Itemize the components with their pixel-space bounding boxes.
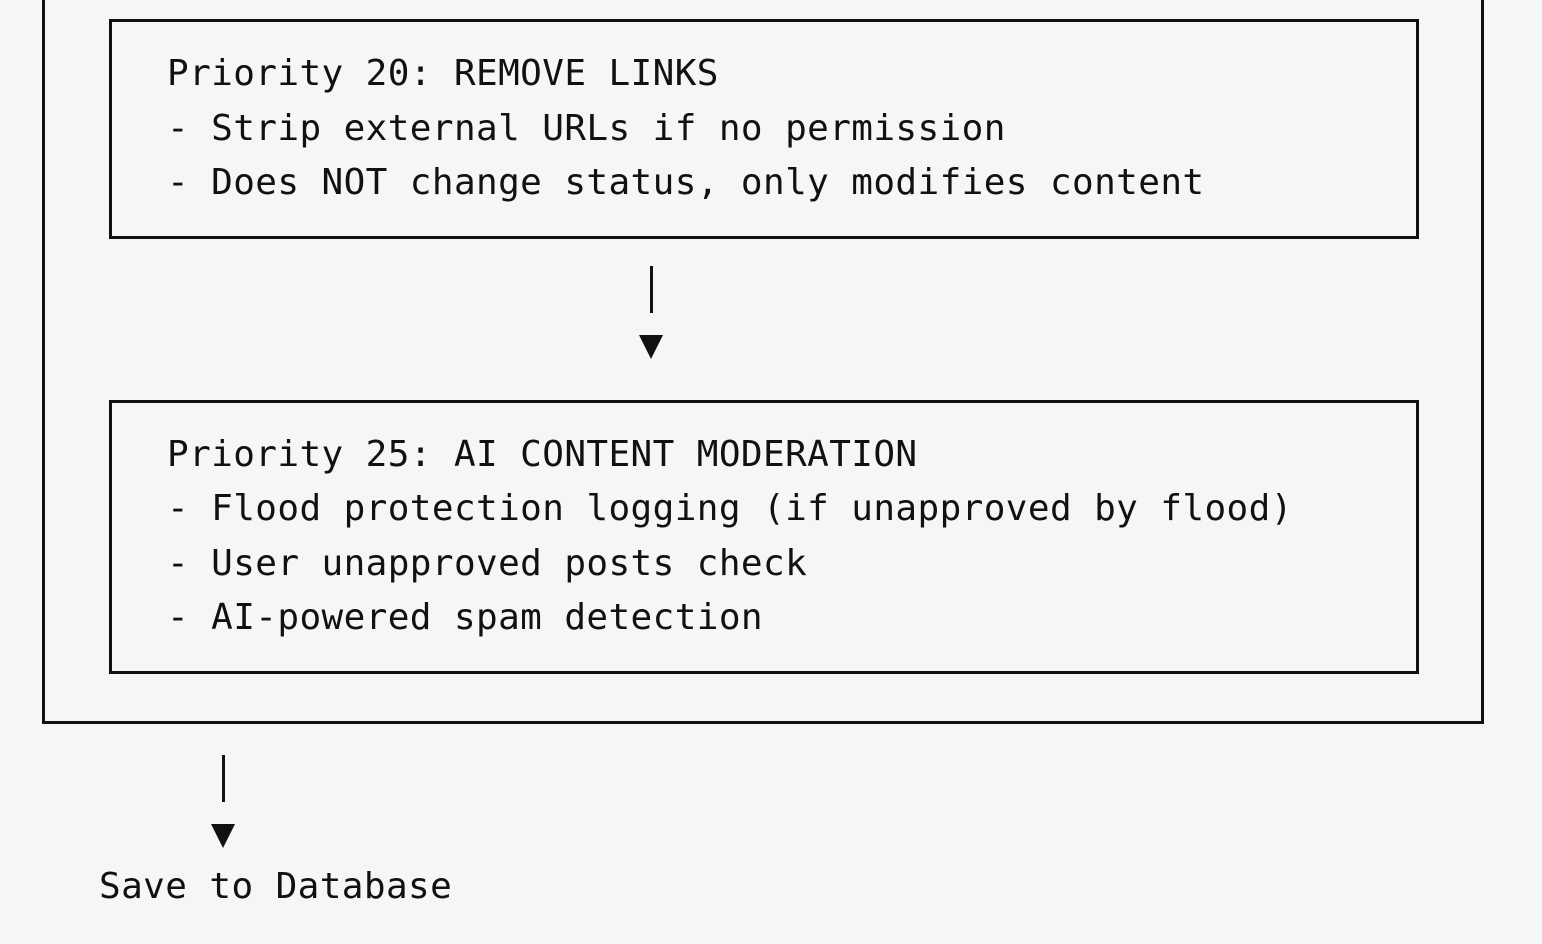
stage-item: - Strip external URLs if no permission: [167, 108, 1006, 149]
stage-ai-content-moderation: Priority 25: AI CONTENT MODERATION - Flo…: [109, 400, 1419, 674]
stage-title: Priority 20: REMOVE LINKS: [167, 53, 719, 94]
stage-remove-links: Priority 20: REMOVE LINKS - Strip extern…: [109, 19, 1419, 239]
arrow-head-icon: [639, 335, 663, 359]
stage-title: Priority 25: AI CONTENT MODERATION: [167, 434, 918, 475]
arrow-down-icon: [222, 755, 225, 802]
save-to-database-label: Save to Database: [99, 866, 453, 907]
stage-item: - AI-powered spam detection: [167, 597, 763, 638]
stage-item: - Flood protection logging (if unapprove…: [167, 488, 1293, 529]
arrow-head-icon: [211, 824, 235, 848]
arrow-down-icon: [650, 266, 653, 313]
pipeline-group-frame: [42, 0, 1484, 724]
stage-item: - Does NOT change status, only modifies …: [167, 162, 1205, 203]
stage-item: - User unapproved posts check: [167, 543, 808, 584]
